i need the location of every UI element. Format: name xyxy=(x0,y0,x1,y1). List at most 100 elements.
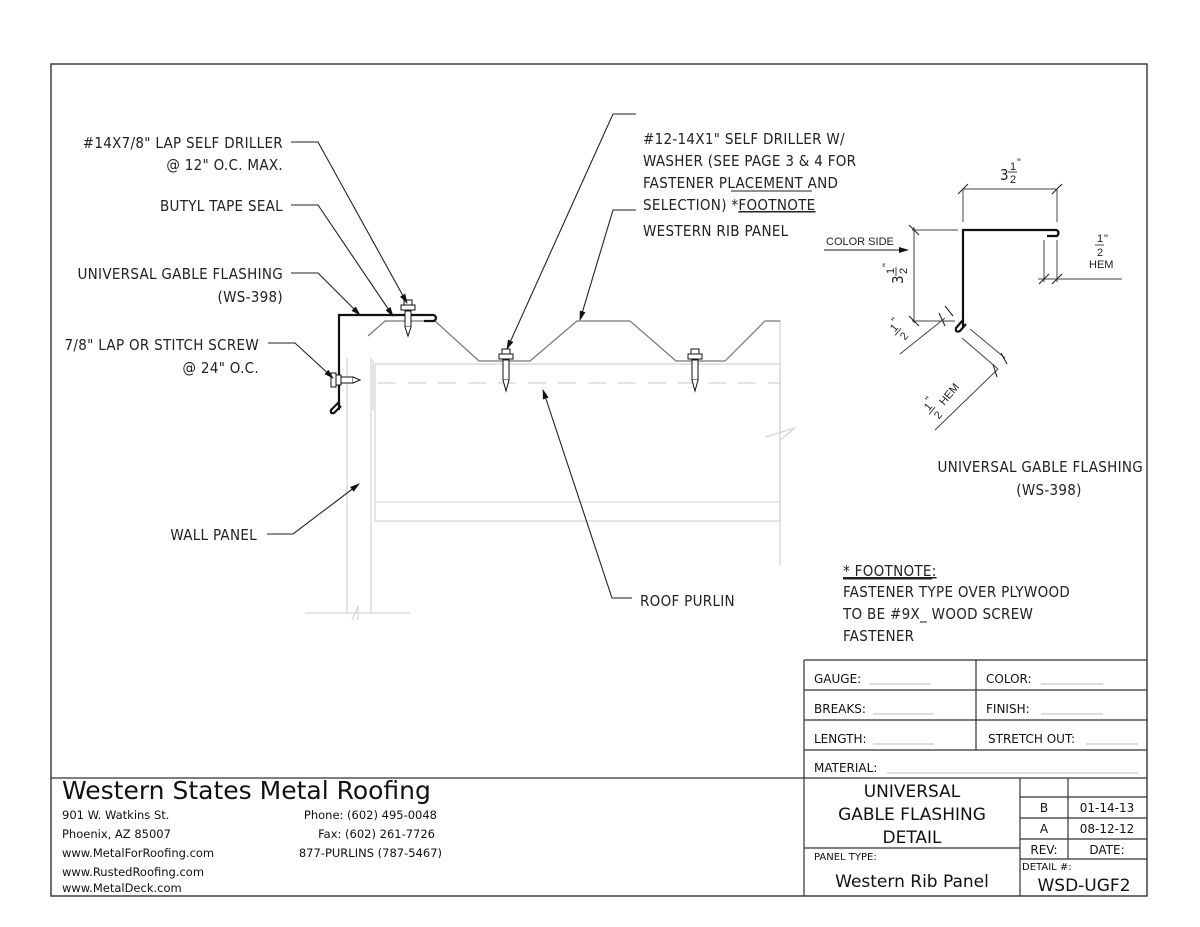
callout-lap-self-driller: #14X7/8" LAP SELF DRILLER xyxy=(83,134,283,152)
company-name: Western States Metal Roofing xyxy=(62,776,431,805)
revision-letter: A xyxy=(1040,822,1049,836)
company-website[interactable]: www.MetalDeck.com xyxy=(62,881,182,895)
footnote-line: FASTENER TYPE OVER PLYWOOD xyxy=(843,583,1070,601)
callout-self-driller-line4: SELECTION) *FOOTNOTE xyxy=(643,196,816,214)
date-header: DATE: xyxy=(1089,843,1124,857)
leader-lap-self-driller xyxy=(291,141,408,304)
callout-western-rib: WESTERN RIB PANEL xyxy=(643,222,789,240)
dim-tick xyxy=(1038,273,1050,285)
callout-gable-flashing: UNIVERSAL GABLE FLASHING xyxy=(77,265,283,283)
dim-hem-bottom-label: 1 2 " HEM xyxy=(922,381,962,421)
svg-text:1: 1 xyxy=(1010,161,1016,173)
break-symbol xyxy=(764,427,796,441)
color-side-label: COLOR SIDE xyxy=(826,236,894,248)
dim-ext-line xyxy=(969,328,1006,359)
detail-number-label: DETAIL #: xyxy=(1022,862,1072,873)
self-driller-screw xyxy=(498,348,514,393)
revision-date: 01-14-13 xyxy=(1080,801,1134,815)
roof-purlin xyxy=(374,363,781,522)
sheet-border xyxy=(50,63,1148,897)
dim-tick xyxy=(1051,273,1063,285)
footnote-line: TO BE #9X_ WOOD SCREW xyxy=(842,605,1033,624)
revision-date: 08-12-12 xyxy=(1080,822,1134,836)
callout-roof-purlin: ROOF PURLIN xyxy=(640,592,735,610)
panel-type-label: PANEL TYPE: xyxy=(814,852,877,863)
finish-field-label: FINISH: xyxy=(986,702,1030,716)
svg-text:2: 2 xyxy=(932,409,945,421)
breaks-field-label: BREAKS: xyxy=(814,702,866,716)
callout-butyl-tape: BUTYL TAPE SEAL xyxy=(160,197,283,215)
footnote-heading: * FOOTNOTE: xyxy=(843,562,937,580)
svg-text:": " xyxy=(889,316,901,327)
leader-roof-purlin xyxy=(542,389,632,599)
callout-self-driller-line2: WASHER (SEE PAGE 3 & 4 FOR xyxy=(643,152,856,170)
company-website[interactable]: www.RustedRoofing.com xyxy=(62,865,204,879)
panel-type-value: Western Rib Panel xyxy=(835,872,989,892)
flashing-kickout xyxy=(329,401,342,415)
gable-flashing xyxy=(337,313,434,410)
dim-tick xyxy=(908,315,920,327)
dim-small-left-label: 1 2 " xyxy=(888,316,911,343)
callout-lap-self-driller-spacing: @ 12" O.C. MAX. xyxy=(166,156,283,174)
detail-title: DETAIL xyxy=(882,828,942,848)
dim-ext-line xyxy=(961,337,999,370)
leader-self-driller xyxy=(506,113,636,350)
leader-wall-panel xyxy=(267,483,360,535)
svg-text:": " xyxy=(1017,157,1021,169)
svg-text:2: 2 xyxy=(1010,174,1016,186)
leader-stitch-screw xyxy=(268,342,334,379)
rev-header: REV: xyxy=(1030,843,1057,857)
detail-number: WSD-UGF2 xyxy=(1037,876,1130,896)
callout-stitch-screw: 7/8" LAP OR STITCH SCREW xyxy=(65,336,259,354)
company-address: Phoenix, AZ 85007 xyxy=(62,827,171,841)
dim-tick xyxy=(938,312,946,327)
detail-title: UNIVERSAL xyxy=(864,782,961,802)
gauge-field-label: GAUGE: xyxy=(814,672,861,686)
company-website[interactable]: www.MetalForRoofing.com xyxy=(62,846,214,860)
dim-tick xyxy=(992,363,998,378)
company-block: Western States Metal Roofing 901 W. Watk… xyxy=(62,776,442,895)
company-address: 901 W. Watkins St. xyxy=(62,808,169,822)
callout-wall-panel: WALL PANEL xyxy=(170,526,257,544)
dim-tick xyxy=(908,224,920,236)
dim-tick xyxy=(1000,352,1008,365)
profile-top-hem xyxy=(1047,229,1060,238)
profile-flashing-shape xyxy=(961,228,1057,328)
company-phone: Phone: (602) 495-0048 xyxy=(304,808,437,822)
stitch-screw xyxy=(330,372,362,388)
dim-tick xyxy=(957,183,969,195)
callout-stitch-screw-spacing: @ 24" O.C. xyxy=(183,359,259,377)
leader-western-rib xyxy=(579,209,636,321)
dim-tick xyxy=(944,305,954,317)
callout-self-driller-line3: FASTENER PLACEMENT AND xyxy=(643,174,838,192)
dim-top-label: 3 1 2 " xyxy=(1000,157,1021,186)
svg-text:3: 3 xyxy=(889,275,907,284)
svg-text:HEM: HEM xyxy=(937,381,962,407)
footnote-reference: FOOTNOTE xyxy=(738,196,815,214)
callout-gable-flashing-part: (WS-398) xyxy=(218,288,283,306)
dim-line-small xyxy=(899,317,946,355)
footnote: * FOOTNOTE: FASTENER TYPE OVER PLYWOOD T… xyxy=(842,562,1070,645)
break-symbol xyxy=(351,605,359,621)
company-fax: Fax: (602) 261-7726 xyxy=(318,827,435,841)
svg-text:": " xyxy=(881,263,893,267)
leader-butyl-tape xyxy=(291,204,394,317)
length-field-label: LENGTH: xyxy=(814,732,867,746)
svg-text:HEM: HEM xyxy=(1089,259,1113,271)
svg-text:2: 2 xyxy=(1097,247,1103,259)
flashing-hem xyxy=(424,314,438,323)
section-view: #14X7/8" LAP SELF DRILLER @ 12" O.C. MAX… xyxy=(65,113,856,621)
callout-self-driller: #12-14X1" SELF DRILLER W/ xyxy=(643,130,845,148)
company-toll-free: 877-PURLINS (787-5467) xyxy=(299,846,442,860)
svg-text:": " xyxy=(923,395,935,406)
detail-title: GABLE FLASHING xyxy=(838,805,986,825)
western-rib-panel-profile xyxy=(367,320,780,362)
svg-text:2: 2 xyxy=(898,268,910,274)
profile-bottom-hem xyxy=(954,319,967,333)
profile-title: UNIVERSAL GABLE FLASHING xyxy=(937,458,1143,476)
self-driller-screw xyxy=(687,348,703,393)
dim-tick xyxy=(1051,183,1063,195)
lap-self-driller-screw xyxy=(400,299,416,338)
dim-line-hem-bottom xyxy=(934,368,999,431)
dim-left-label: 3 1 2 " xyxy=(881,263,910,284)
